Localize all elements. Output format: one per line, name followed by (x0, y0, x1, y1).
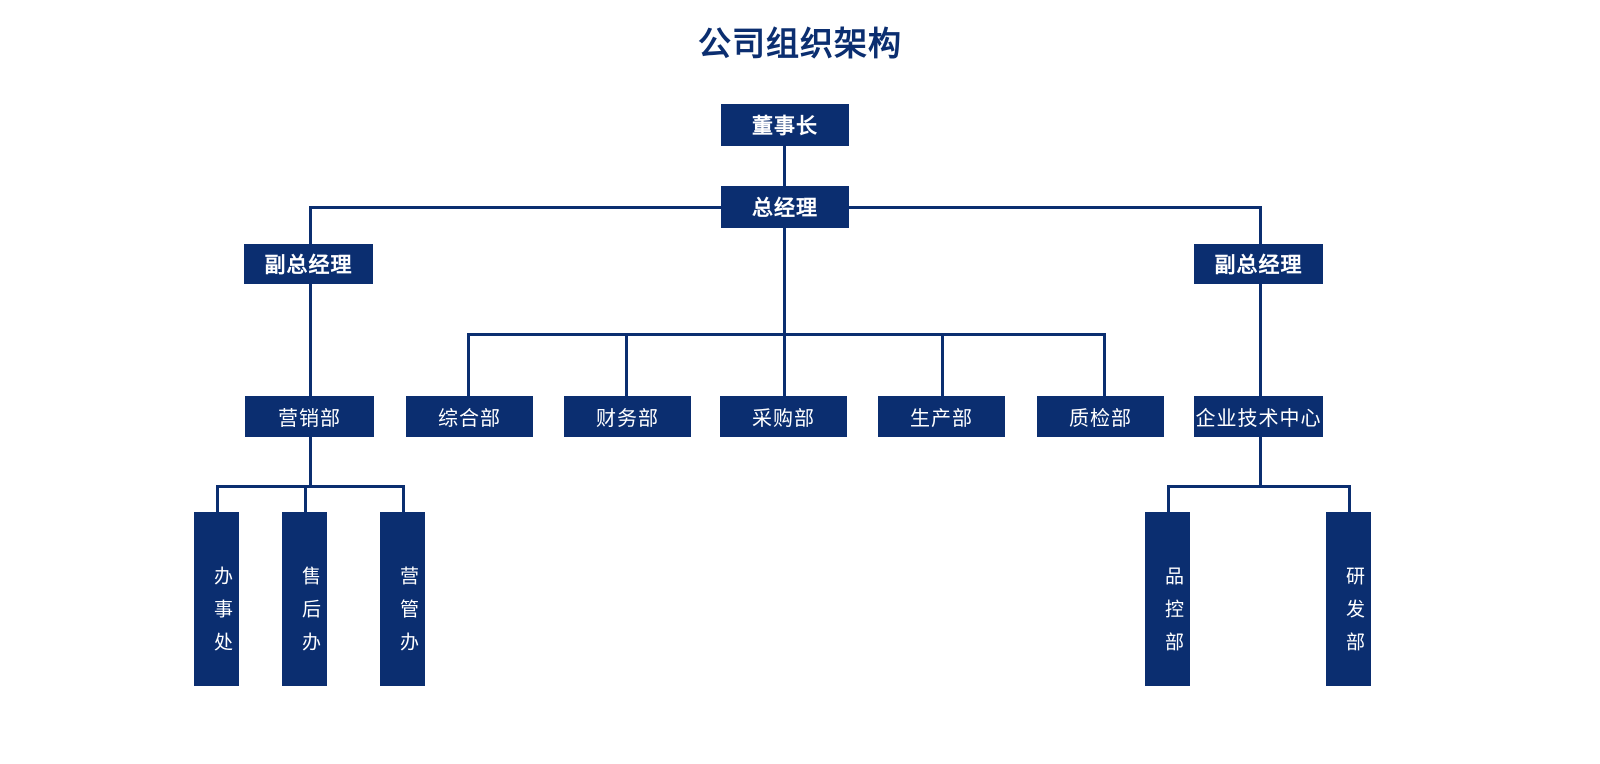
connector-drop-dept-3 (783, 333, 786, 396)
node-marketing-sub-management[interactable]: 营管办 (380, 512, 425, 686)
node-department-general-affairs-label: 综合部 (438, 408, 501, 430)
node-deputy-gm-right[interactable]: 副总经理 (1194, 244, 1323, 284)
connector-deputy-left-to-marketing (309, 284, 312, 396)
connector-tech-center-drop (1259, 437, 1262, 485)
node-deputy-gm-right-label: 副总经理 (1214, 254, 1303, 277)
node-deputy-gm-left-label: 副总经理 (264, 254, 353, 277)
node-department-production[interactable]: 生产部 (878, 396, 1005, 437)
connector-drop-marketing-sub-3 (402, 485, 405, 512)
node-tech-sub-quality-control[interactable]: 品控部 (1145, 512, 1190, 686)
connector-drop-dept-2 (625, 333, 628, 396)
node-marketing-sub-office[interactable]: 办事处 (194, 512, 239, 686)
node-general-manager[interactable]: 总经理 (721, 186, 849, 228)
node-department-tech-center[interactable]: 企业技术中心 (1194, 396, 1323, 437)
connector-marketing-sub-bus (216, 485, 405, 488)
node-marketing-sub-aftersales-label: 售后办 (299, 565, 320, 665)
connector-drop-deputy-left (309, 206, 312, 244)
connector-gm-to-deputy-right (849, 206, 1262, 209)
node-chairman[interactable]: 董事长 (721, 104, 849, 146)
connector-drop-tech-sub-2 (1348, 485, 1351, 512)
node-department-procurement[interactable]: 采购部 (720, 396, 847, 437)
node-department-marketing-label: 营销部 (278, 408, 341, 430)
connector-gm-to-dept-bus (783, 228, 786, 335)
node-tech-sub-quality-control-label: 品控部 (1162, 565, 1183, 665)
node-tech-sub-rnd-label: 研发部 (1343, 565, 1364, 665)
connector-gm-to-deputy-left (309, 206, 721, 209)
node-marketing-sub-office-label: 办事处 (211, 565, 232, 665)
node-department-general-affairs[interactable]: 综合部 (406, 396, 533, 437)
connector-chairman-to-gm (783, 146, 786, 186)
node-department-production-label: 生产部 (910, 408, 973, 430)
connector-drop-tech-sub-1 (1167, 485, 1170, 512)
node-marketing-sub-aftersales[interactable]: 售后办 (282, 512, 327, 686)
connector-drop-dept-4 (941, 333, 944, 396)
node-department-quality-inspection[interactable]: 质检部 (1037, 396, 1164, 437)
page-title: 公司组织架构 (698, 25, 902, 62)
node-general-manager-label: 总经理 (752, 197, 818, 220)
node-marketing-sub-management-label: 营管办 (397, 565, 418, 665)
connector-drop-deputy-right (1259, 206, 1262, 244)
node-deputy-gm-left[interactable]: 副总经理 (244, 244, 373, 284)
connector-dept-bus (467, 333, 1106, 336)
connector-drop-dept-5 (1103, 333, 1106, 396)
node-department-quality-inspection-label: 质检部 (1069, 408, 1132, 430)
connector-drop-dept-1 (467, 333, 470, 396)
connector-drop-marketing-sub-2 (304, 485, 307, 512)
node-department-finance[interactable]: 财务部 (564, 396, 691, 437)
connector-drop-marketing-sub-1 (216, 485, 219, 512)
connector-tech-center-sub-bus (1167, 485, 1351, 488)
node-department-procurement-label: 采购部 (752, 408, 815, 430)
connector-deputy-right-to-tech-center (1259, 284, 1262, 396)
connector-marketing-drop (309, 437, 312, 485)
node-department-finance-label: 财务部 (596, 408, 659, 430)
node-department-marketing[interactable]: 营销部 (245, 396, 374, 437)
node-department-tech-center-label: 企业技术中心 (1195, 408, 1322, 430)
node-tech-sub-rnd[interactable]: 研发部 (1326, 512, 1371, 686)
node-chairman-label: 董事长 (752, 115, 818, 138)
